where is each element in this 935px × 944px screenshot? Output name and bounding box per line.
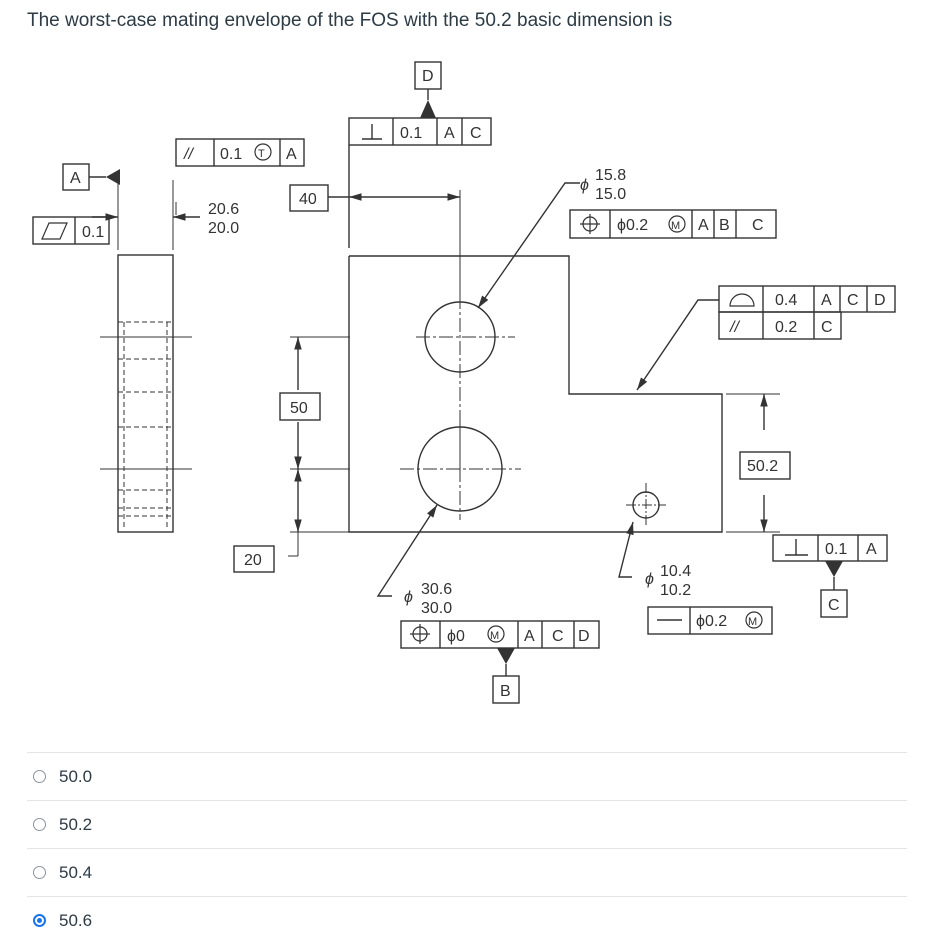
pin-dia-symbol: ϕ xyxy=(645,571,654,588)
profile-datum-1: A xyxy=(821,292,832,309)
small-hole-position-tol: ϕ0.2 xyxy=(617,217,648,234)
profile-datum-2: C xyxy=(847,292,859,309)
answer-label: 50.2 xyxy=(59,814,93,834)
basic-20: 20 xyxy=(244,552,262,569)
bottom-perp-datum: A xyxy=(866,541,877,558)
profile-tolerance: 0.4 xyxy=(775,292,797,309)
basic-40: 40 xyxy=(299,191,317,208)
thickness-upper: 20.6 xyxy=(208,201,239,218)
flatness-tolerance: 0.1 xyxy=(82,224,104,241)
datum-c-box xyxy=(820,589,848,618)
parallelism-datum: A xyxy=(286,146,297,163)
flatness-icon xyxy=(41,222,68,240)
small-hole-dia-symbol: ϕ xyxy=(580,177,589,194)
datum-a-label: A xyxy=(70,170,81,187)
small-hole-lower: 15.0 xyxy=(595,186,626,203)
answer-option-3[interactable]: 50.4 xyxy=(27,848,907,896)
mmc-modifier: M xyxy=(748,616,757,628)
large-hole-datum-2: C xyxy=(552,628,564,645)
basic-20-box xyxy=(233,545,275,573)
datum-d-label: D xyxy=(422,68,434,85)
parallel-2-symbol: // xyxy=(729,319,740,336)
large-hole-position-frame xyxy=(400,620,600,649)
pin-lower: 10.2 xyxy=(660,582,691,599)
mmc-modifier: M xyxy=(671,220,680,232)
large-hole-datum-1: A xyxy=(524,628,535,645)
large-hole-datum-3: D xyxy=(578,628,590,645)
datum-a-triangle-icon xyxy=(106,169,120,185)
part-outline xyxy=(348,255,723,533)
parallel-2-tolerance: 0.2 xyxy=(775,319,797,336)
basic-50-2: 50.2 xyxy=(747,458,778,475)
thickness-lower: 20.0 xyxy=(208,220,239,237)
top-perp-datum-1: A xyxy=(444,125,455,142)
answer-option-4[interactable]: 50.6 xyxy=(27,896,907,944)
basic-50-box xyxy=(279,392,321,421)
pin-straightness-frame xyxy=(647,606,773,635)
large-hole-upper: 30.6 xyxy=(421,581,452,598)
parallelism-frame xyxy=(175,138,305,167)
answer-option-2[interactable]: 50.2 xyxy=(27,800,907,848)
basic-50-2-box xyxy=(739,451,791,480)
mmc-modifier: M xyxy=(490,630,499,642)
bottom-perp-tolerance: 0.1 xyxy=(825,541,847,558)
flatness-frame xyxy=(32,216,110,245)
tangent-plane-modifier-icon xyxy=(254,143,272,161)
mmc-modifier-icon xyxy=(745,611,763,629)
answer-option-1[interactable]: 50.0 xyxy=(27,752,907,800)
top-perp-tolerance: 0.1 xyxy=(400,125,422,142)
radio-button[interactable] xyxy=(33,914,46,927)
pin-straightness-tol: ϕ0.2 xyxy=(696,613,727,630)
profile-surface-icon xyxy=(729,293,755,307)
question-text: The worst-case mating envelope of the FO… xyxy=(27,10,673,31)
tangent-plane-modifier: T xyxy=(258,148,265,160)
datum-c-triangle-icon xyxy=(825,561,843,577)
answer-list: 50.0 50.2 50.4 50.6 xyxy=(27,752,907,944)
pin-upper: 10.4 xyxy=(660,563,691,580)
parallelism-frame-c xyxy=(718,311,842,340)
parallel-2-datum: C xyxy=(821,319,833,336)
small-hole-position-frame xyxy=(569,209,777,239)
parallelism-tolerance: 0.1 xyxy=(220,146,242,163)
datum-b-label: B xyxy=(500,683,511,700)
side-view-body xyxy=(117,254,174,533)
datum-b-triangle-icon xyxy=(497,648,515,664)
small-hole-datum-3: C xyxy=(752,217,764,234)
small-hole-datum-2: B xyxy=(719,217,730,234)
profile-frame xyxy=(718,285,896,313)
radio-button[interactable] xyxy=(33,770,46,783)
basic-40-box xyxy=(289,184,329,212)
answer-label: 50.6 xyxy=(59,910,93,930)
datum-b-box xyxy=(492,675,520,704)
mmc-modifier-icon xyxy=(487,625,505,643)
large-hole-position-tol: ϕ0 xyxy=(447,628,465,645)
mmc-modifier-icon xyxy=(668,215,686,233)
basic-50: 50 xyxy=(290,400,308,417)
answer-label: 50.0 xyxy=(59,766,93,786)
datum-c-label: C xyxy=(828,597,840,614)
top-perp-datum-2: C xyxy=(470,125,482,142)
radio-button[interactable] xyxy=(33,866,46,879)
answer-label: 50.4 xyxy=(59,862,93,882)
small-hole-datum-1: A xyxy=(698,217,709,234)
large-hole-dia-symbol: ϕ xyxy=(404,589,413,606)
radio-button[interactable] xyxy=(33,818,46,831)
profile-datum-3: D xyxy=(874,292,886,309)
datum-d-triangle-icon xyxy=(420,100,436,118)
parallelism-symbol: // xyxy=(183,146,194,163)
gdt-drawing: // 0.1 T A A 0.1 20.6 20.0 D 0.1 A C 40 … xyxy=(32,61,896,704)
small-hole-upper: 15.8 xyxy=(595,167,626,184)
large-hole-lower: 30.0 xyxy=(421,600,452,617)
